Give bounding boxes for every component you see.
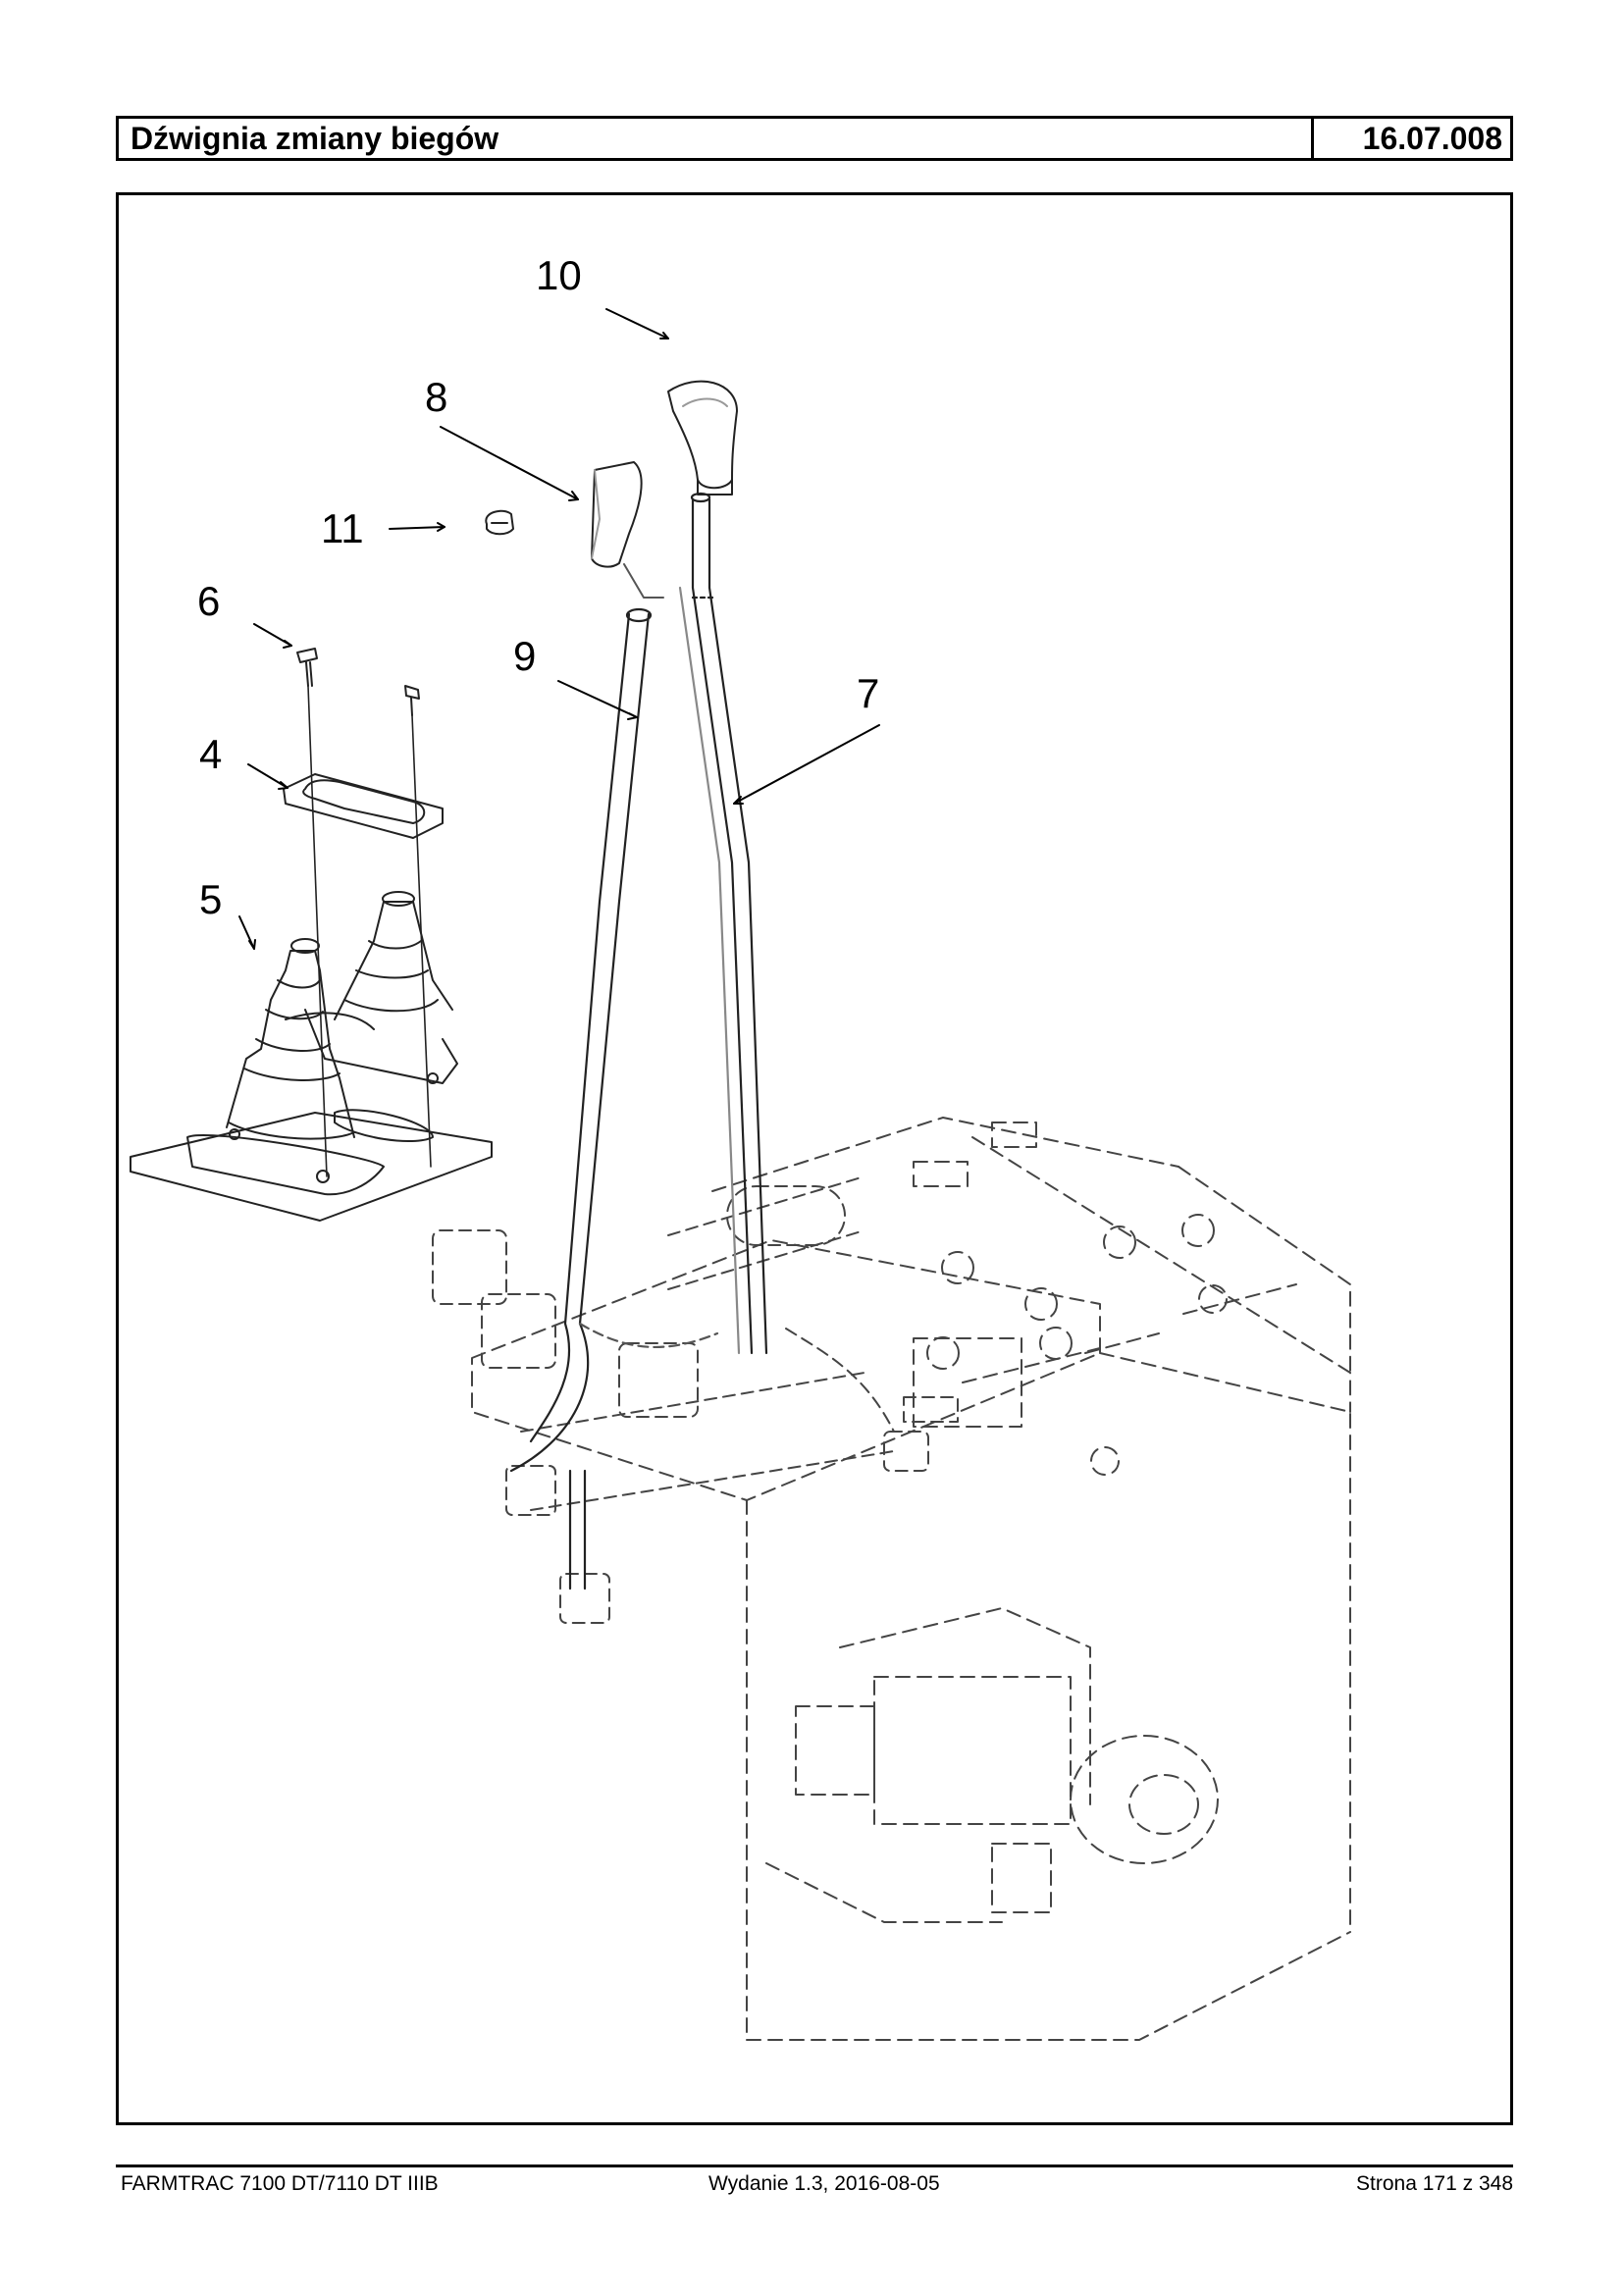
footer-page-number: Strona 171 z 348 <box>1356 2172 1513 2195</box>
cap-11 <box>485 509 514 536</box>
diagram-frame: 10 8 11 6 9 7 4 5 <box>116 192 1513 2125</box>
gearbox-housing <box>471 1117 1351 2041</box>
bolt-6 <box>296 648 432 1177</box>
rubber-boot-5 <box>130 891 493 1222</box>
callout-6: 6 <box>197 578 220 624</box>
gear-knob-10 <box>667 380 738 496</box>
page-title: Dźwignia zmiany biegów <box>131 121 499 156</box>
footer-divider <box>116 2165 1513 2167</box>
shift-rail-assembly <box>432 1175 959 1624</box>
callout-9: 9 <box>513 633 536 679</box>
page-header: Dźwignia zmiany biegów 16.07.008 <box>116 116 1513 161</box>
callout-5: 5 <box>199 876 222 922</box>
footer-model: FARMTRAC 7100 DT/7110 DT IIIB <box>121 2172 439 2195</box>
gear-knob-8 <box>591 461 664 599</box>
gear-lever-9 <box>509 607 719 1591</box>
callout-4: 4 <box>199 731 222 777</box>
callout-8: 8 <box>425 374 447 420</box>
exploded-parts-diagram: 10 8 11 6 9 7 4 5 <box>130 252 1351 2041</box>
callout-7: 7 <box>857 670 879 716</box>
callout-10: 10 <box>536 252 582 298</box>
leader-lines <box>238 308 880 950</box>
section-code: 16.07.008 <box>1311 119 1510 158</box>
gear-lever-7 <box>678 492 768 1355</box>
footer-edition: Wydanie 1.3, 2016-08-05 <box>708 2172 940 2195</box>
callout-11: 11 <box>321 505 364 551</box>
gasket-4 <box>283 773 444 839</box>
